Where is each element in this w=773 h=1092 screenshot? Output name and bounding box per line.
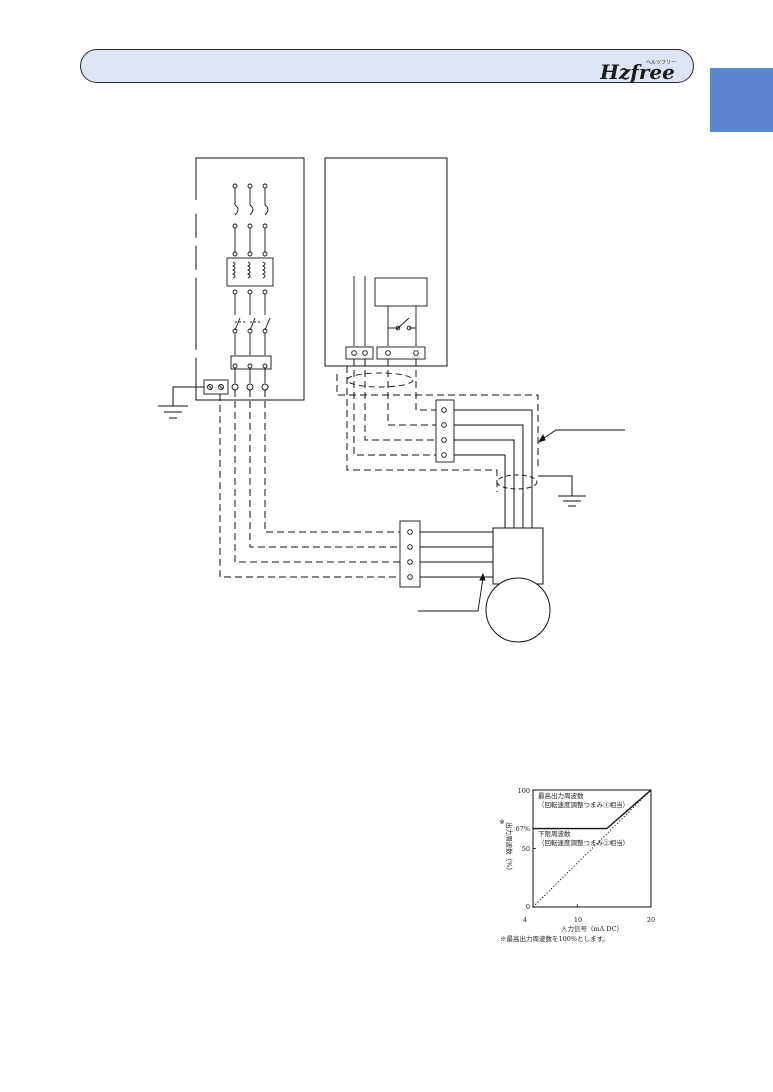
- logo-kana-text: ヘルツフリー: [646, 60, 676, 66]
- pole-3: [261, 183, 271, 383]
- header-bar: [80, 49, 694, 83]
- x-tick-4: 4: [523, 916, 527, 924]
- x-tick-10: 10: [574, 916, 582, 924]
- shield-callout: [538, 429, 625, 443]
- cable-shield-ellipse: [496, 474, 538, 490]
- contactor-block: [230, 355, 272, 370]
- breaker-poles: [226, 183, 274, 383]
- wiring-diagram: [158, 157, 625, 643]
- ground-left: [158, 386, 204, 419]
- inverter-box: [492, 527, 544, 585]
- logo-main-text: Hzfree: [600, 60, 675, 82]
- control-panel: [324, 157, 448, 367]
- x-axis-label: 入力信号（mA DC）: [561, 924, 623, 933]
- y-tick-100: 100: [518, 787, 530, 795]
- side-tab: [710, 68, 773, 132]
- power-wires: [219, 390, 400, 578]
- y-tick-0: 0: [526, 903, 530, 911]
- breaker-panel: [195, 157, 305, 401]
- annotation-min-freq-knob: （回転速度調整つまみ②相当）: [538, 838, 629, 847]
- annotation-max-freq-knob: （回転速度調整つまみ①相当）: [538, 800, 629, 809]
- graph-footnote: ※最高出力周波数を100%とします。: [500, 934, 609, 943]
- inverter-motor: [485, 527, 551, 643]
- graph-ticks: [533, 828, 578, 907]
- control-internals: [345, 276, 428, 388]
- annotation-min-freq: 下限周波数: [538, 829, 571, 838]
- x-tick-20: 20: [647, 916, 655, 924]
- hzfree-logo: Hzfree ヘルツフリー: [600, 60, 676, 82]
- overload-relay-box: [226, 257, 274, 287]
- annotation-max-freq: 最高出力周波数: [538, 791, 584, 800]
- y-axis-label: 出力周波数（%）: [505, 822, 514, 874]
- signal-terminal-block: [435, 399, 455, 463]
- power-wires-solid: [420, 531, 493, 578]
- signal-wires-solid: [454, 409, 533, 528]
- pole-1: [231, 183, 241, 383]
- signal-wires: [336, 359, 539, 492]
- pole-2: [246, 183, 256, 383]
- y-tick-50: 50: [522, 845, 530, 853]
- ground-right: [538, 475, 586, 507]
- motor-callout: [418, 572, 486, 612]
- series-line-1: [532, 789, 652, 908]
- power-terminal-block: [399, 520, 421, 588]
- series-line-0: [533, 789, 652, 830]
- y-axis-mark: ※: [499, 818, 505, 826]
- graph-series: [532, 789, 652, 908]
- motor: [485, 577, 551, 643]
- y-tick-67: 67%: [516, 825, 530, 833]
